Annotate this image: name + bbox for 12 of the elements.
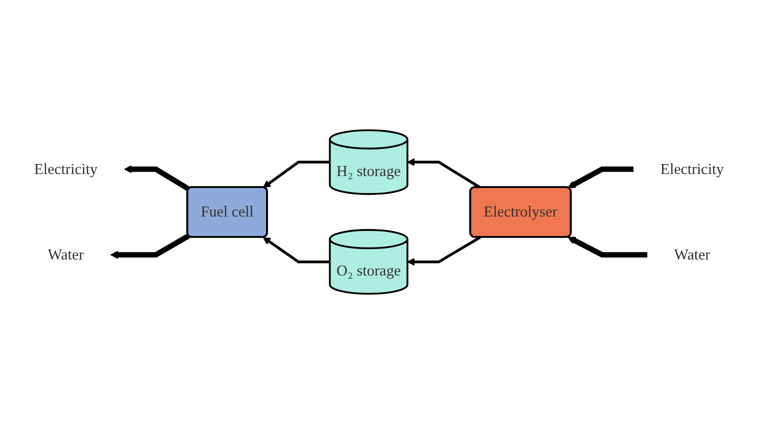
- arrow: [407, 236, 481, 266]
- node-text: Electricity: [34, 160, 98, 178]
- arrow: [262, 160, 330, 188]
- arrow: [568, 166, 634, 188]
- arrow: [124, 165, 190, 192]
- node-text: Water: [674, 246, 710, 264]
- arrow: [262, 236, 330, 264]
- node-text: Electricity: [660, 160, 724, 178]
- arrow: [110, 233, 190, 259]
- node-text: Water: [48, 246, 84, 264]
- arrow: [568, 236, 648, 258]
- arrow: [407, 158, 481, 189]
